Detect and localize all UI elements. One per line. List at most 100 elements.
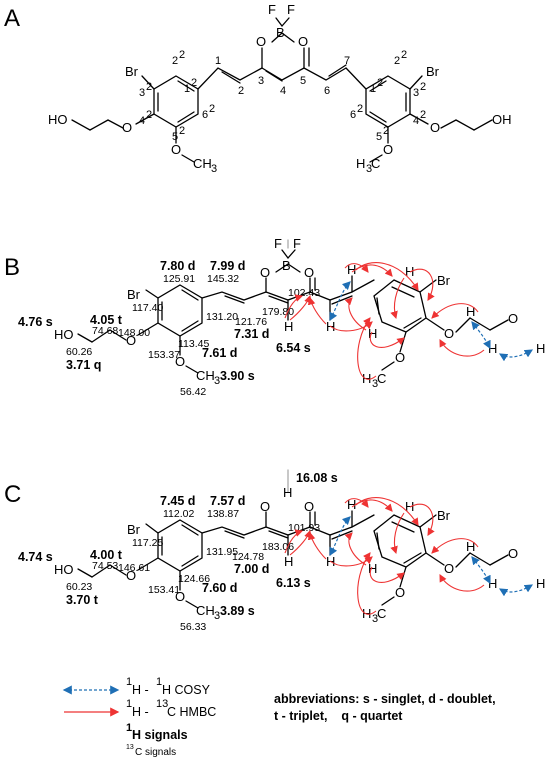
- b-c-signal-12: 60.26: [66, 346, 92, 358]
- panel-b: B: [4, 236, 545, 398]
- c-c-signal-6: 131.95: [206, 546, 238, 558]
- c-h-signal-8: 7.60 d: [202, 581, 237, 595]
- b-atom-f-right: F: [293, 236, 301, 251]
- atom-f-left: F: [268, 2, 276, 17]
- num-6: 6: [324, 85, 330, 97]
- panel-c-label: C: [4, 481, 21, 508]
- panel-c-bonds: [77, 469, 509, 609]
- b-h-signal-8: 3.71 q: [66, 358, 101, 372]
- num-5-2-right-sup: 2: [383, 125, 389, 137]
- num-1: 1: [215, 55, 221, 67]
- b-atom-h-ring-bottom: H: [368, 326, 377, 341]
- atom-f-right: F: [287, 2, 295, 17]
- num-6-2-right-sup: 2: [357, 103, 363, 115]
- atom-ch3-left-sub: 3: [211, 163, 217, 175]
- num-1-2-right-sup: 2: [377, 77, 383, 89]
- panel-c-signals: 7.45 d 112.02 7.57 d 138.87 16.08 s 117.…: [18, 471, 338, 633]
- c-atom-ho-left: HO: [54, 562, 74, 577]
- c-c-signal-12: 60.23: [66, 581, 92, 593]
- num-1-2-right: 1: [370, 83, 376, 95]
- b-c-signal-6: 131.20: [206, 311, 238, 323]
- b-c-signal-2: 145.32: [207, 273, 239, 285]
- b-hmbc-arrow-4: [351, 264, 393, 277]
- b-c-signal-5: 148.00: [118, 327, 150, 339]
- b-hmbc-arrow-11: [431, 303, 479, 319]
- b-c-signal-1: 125.91: [163, 273, 195, 285]
- c-c-signal-7: 124.78: [232, 551, 264, 563]
- c-atom-ch3-left: CH: [196, 603, 215, 618]
- c-atom-o-ether-left: O: [126, 568, 136, 583]
- c-c-signal-10: 124.66: [178, 573, 210, 585]
- b-hmbc-arrow-13: [344, 263, 369, 273]
- c-c-signal-13: 56.33: [180, 621, 206, 633]
- b-atom-h3c-right-c: C: [377, 371, 386, 386]
- b-c-signal-4: 74.68: [92, 325, 118, 337]
- num-6-2-left-sup: 2: [209, 103, 215, 115]
- num-1-2-left-sup: 2: [191, 77, 197, 89]
- b-h-signal-2: 7.99 d: [210, 259, 245, 273]
- b-cosy-arrow-ch2: [471, 321, 491, 350]
- c-hmbc-arrow-8: [369, 566, 405, 583]
- num-1-2-left: 1: [184, 83, 190, 95]
- b-atom-o-terminal: O: [508, 311, 518, 326]
- c-atom-h-ch2-b: H: [488, 576, 497, 591]
- b-hmbc-arrow-5: [355, 262, 419, 291]
- b-c-signal-11: 153.37: [148, 349, 180, 361]
- num-2: 2: [238, 85, 244, 97]
- c-atom-h-ring-bottom: H: [368, 561, 377, 576]
- atom-h3c-right-c: C: [371, 156, 380, 171]
- num-4-2-right: 4: [413, 115, 419, 127]
- atom-ho-left: HO: [48, 112, 68, 127]
- num-2-2-left: 2: [172, 55, 178, 67]
- atom-oh-right: OH: [492, 112, 512, 127]
- c-atom-o-terminal: O: [508, 546, 518, 561]
- b-h-signal-5: 7.31 d: [234, 327, 269, 341]
- num-6-2-right: 6: [350, 109, 356, 121]
- b-atom-o-ether-left: O: [126, 333, 136, 348]
- c-atom-o-methoxy-right: O: [395, 585, 405, 600]
- b-atom-br-left: Br: [127, 287, 141, 302]
- c-c-signal-4: 74.53: [92, 560, 118, 572]
- b-atom-h-ring-top: H: [405, 264, 414, 279]
- num-2-2-left-sup: 2: [179, 49, 185, 61]
- legend-cosy-sup1: 1: [126, 676, 132, 688]
- c-c-signal-1: 112.02: [163, 508, 194, 520]
- c-atom-h-enol: H: [283, 485, 292, 500]
- legend-h-sup: 1: [126, 722, 132, 734]
- num-2-2-right-sup: 2: [401, 49, 407, 61]
- c-atom-h-c7: H: [347, 497, 356, 512]
- panel-b-label: B: [4, 254, 20, 281]
- atom-ch3-left: CH: [193, 156, 212, 171]
- panel-a-atoms: Br O HO O CH 3 O B O F F Br O OH O H 3 C: [48, 2, 512, 175]
- c-cosy-arrow-ch2: [471, 556, 491, 585]
- num-4: 4: [280, 85, 286, 97]
- c-atom-br-left: Br: [127, 522, 141, 537]
- c-h-signal-4: 4.00 t: [90, 548, 123, 562]
- num-5: 5: [300, 75, 306, 87]
- c-hmbc-arrow-7: [390, 512, 405, 555]
- b-c-signal-3: 117.40: [132, 302, 163, 314]
- c-h-signal-7: 6.13 s: [276, 576, 311, 590]
- legend-hmbc-label: C HMBC: [167, 705, 216, 719]
- panel-a-numbering: 1 2 3 4 5 6 7 2 2 1 2 3 2 4 2 5 2 6 2 2 …: [139, 49, 426, 143]
- b-atom-h-ch2-a: H: [466, 304, 475, 319]
- num-3-2-right: 3: [413, 87, 419, 99]
- b-atom-h-ch2-b: H: [488, 341, 497, 356]
- b-cosy-arrow-oh: [498, 349, 534, 362]
- panel-c: C: [4, 469, 545, 633]
- c-h-signal-6: 7.00 d: [234, 562, 269, 576]
- legend-c-signals: C signals: [135, 747, 176, 758]
- num-4-2-right-sup: 2: [420, 109, 426, 121]
- atom-h3c-right-sub: 3: [366, 163, 372, 175]
- num-3-2-right-sup: 2: [420, 81, 426, 93]
- panel-c-correlations: [284, 497, 534, 615]
- c-c-signal-3: 117.25: [132, 537, 163, 549]
- b-c-signal-9: 102.43: [288, 287, 320, 299]
- c-cosy-arrow-oh: [498, 584, 534, 597]
- c-hmbc-arrow-14: [329, 556, 373, 567]
- b-h-signal-7: 7.61 d: [202, 346, 237, 360]
- panel-a: A: [4, 2, 512, 175]
- b-hmbc-arrow-14: [329, 321, 373, 332]
- b-atom-h-terminal: H: [536, 341, 545, 356]
